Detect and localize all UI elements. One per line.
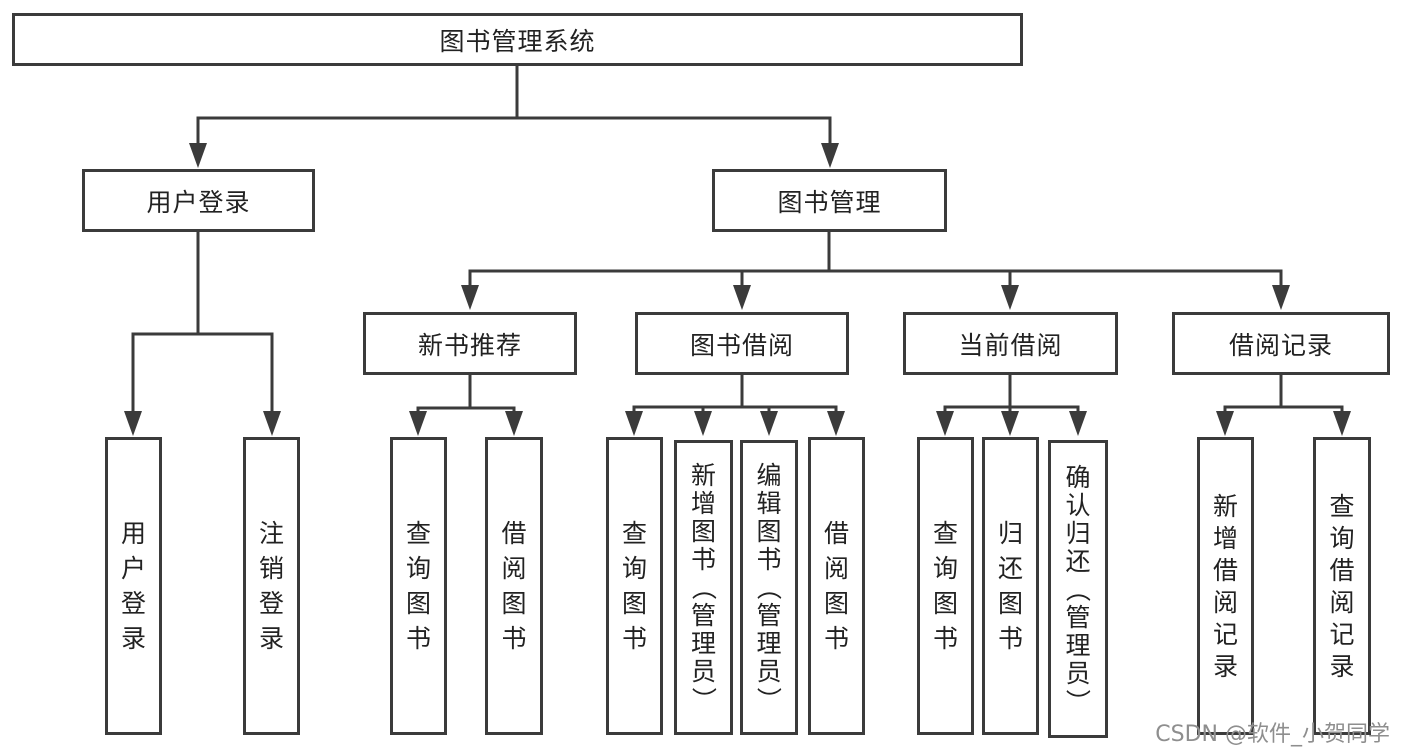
node-label: 图书借阅 — [689, 330, 794, 360]
node-label: 用户登录 — [146, 187, 251, 217]
node-label: 图书管理系统 — [439, 26, 596, 56]
node-label: 新书推荐 — [417, 330, 522, 360]
node-label: 用户登录 — [120, 519, 146, 653]
node-label: 借阅记录 — [1228, 330, 1333, 360]
node-book-borrow: 图书借阅 — [635, 312, 849, 375]
node-new-book-recommend: 新书推荐 — [363, 312, 577, 375]
node-label: 新增图书（管理员） — [688, 461, 718, 713]
leaf-query-borrow-record: 查询借阅记录 — [1313, 437, 1371, 735]
leaf-borrow-books-1: 借阅图书 — [485, 437, 543, 735]
leaf-return-book: 归还图书 — [982, 437, 1039, 735]
node-user-login: 用户登录 — [82, 169, 315, 232]
node-label: 归还图书 — [997, 519, 1023, 653]
leaf-edit-book-admin: 编辑图书（管理员） — [740, 440, 798, 735]
node-book-management: 图书管理 — [712, 169, 947, 232]
leaf-query-books-3: 查询图书 — [917, 437, 974, 735]
node-label: 借阅图书 — [501, 519, 527, 653]
leaf-query-books-1: 查询图书 — [390, 437, 447, 735]
leaf-logout: 注销登录 — [243, 437, 300, 735]
node-label: 图书管理 — [777, 187, 882, 217]
csdn-watermark: CSDN @软件_小贺同学 — [1155, 722, 1390, 747]
node-label: 新增借阅记录 — [1212, 491, 1238, 681]
node-root-system: 图书管理系统 — [12, 13, 1023, 66]
arrowheads — [124, 143, 1351, 436]
node-label: 确认归还（管理员） — [1063, 462, 1093, 714]
leaf-query-books-2: 查询图书 — [606, 437, 663, 735]
node-label: 编辑图书（管理员） — [754, 461, 784, 713]
node-label: 当前借阅 — [958, 330, 1063, 360]
node-current-borrow: 当前借阅 — [903, 312, 1118, 375]
node-label: 查询图书 — [621, 519, 647, 653]
leaf-add-book-admin: 新增图书（管理员） — [674, 440, 733, 735]
node-label: 查询图书 — [405, 519, 431, 653]
leaf-user-login: 用户登录 — [105, 437, 162, 735]
leaf-borrow-books-2: 借阅图书 — [808, 437, 865, 735]
node-label: 注销登录 — [258, 519, 284, 653]
leaf-confirm-return-admin: 确认归还（管理员） — [1048, 440, 1108, 738]
node-label: 查询图书 — [932, 519, 958, 653]
node-borrow-records: 借阅记录 — [1172, 312, 1390, 375]
node-label: 借阅图书 — [823, 519, 849, 653]
leaf-add-borrow-record: 新增借阅记录 — [1197, 437, 1254, 735]
node-label: 查询借阅记录 — [1329, 491, 1355, 681]
